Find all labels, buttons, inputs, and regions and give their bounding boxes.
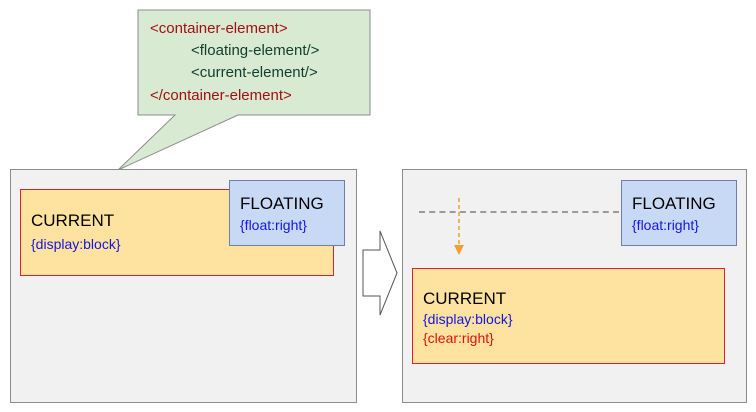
after-floating-title: FLOATING bbox=[632, 194, 716, 213]
after-current-clear-rule: {clear:right} bbox=[423, 330, 494, 346]
before-current-display-rule: {display:block} bbox=[31, 236, 121, 252]
code-line-container-close: </container-element> bbox=[150, 87, 292, 104]
before-floating-element: FLOATING {float:right} bbox=[229, 180, 345, 246]
code-line-container-open: <container-element> bbox=[150, 20, 288, 37]
after-container-panel: FLOATING {float:right} CURRENT {display:… bbox=[402, 169, 747, 403]
after-current-title: CURRENT bbox=[423, 289, 507, 308]
after-floating-rule: {float:right} bbox=[632, 217, 699, 233]
before-floating-title: FLOATING bbox=[240, 194, 324, 213]
code-line-floating-element: <floating-element/> bbox=[191, 42, 320, 59]
before-current-title: CURRENT bbox=[31, 211, 115, 230]
before-floating-rule: {float:right} bbox=[240, 217, 307, 233]
callout-shape bbox=[117, 9, 371, 171]
before-container-panel: CURRENT {display:block} FLOATING {float:… bbox=[10, 169, 357, 403]
after-floating-element: FLOATING {float:right} bbox=[621, 180, 737, 246]
clear-down-arrow-icon bbox=[454, 198, 464, 255]
right-arrow-icon bbox=[362, 230, 398, 316]
float-top-guide-line bbox=[419, 211, 619, 213]
after-current-display-rule: {display:block} bbox=[423, 311, 513, 327]
after-current-element: CURRENT {display:block} {clear:right} bbox=[412, 268, 725, 364]
code-line-current-element: <current-element/> bbox=[191, 64, 318, 81]
